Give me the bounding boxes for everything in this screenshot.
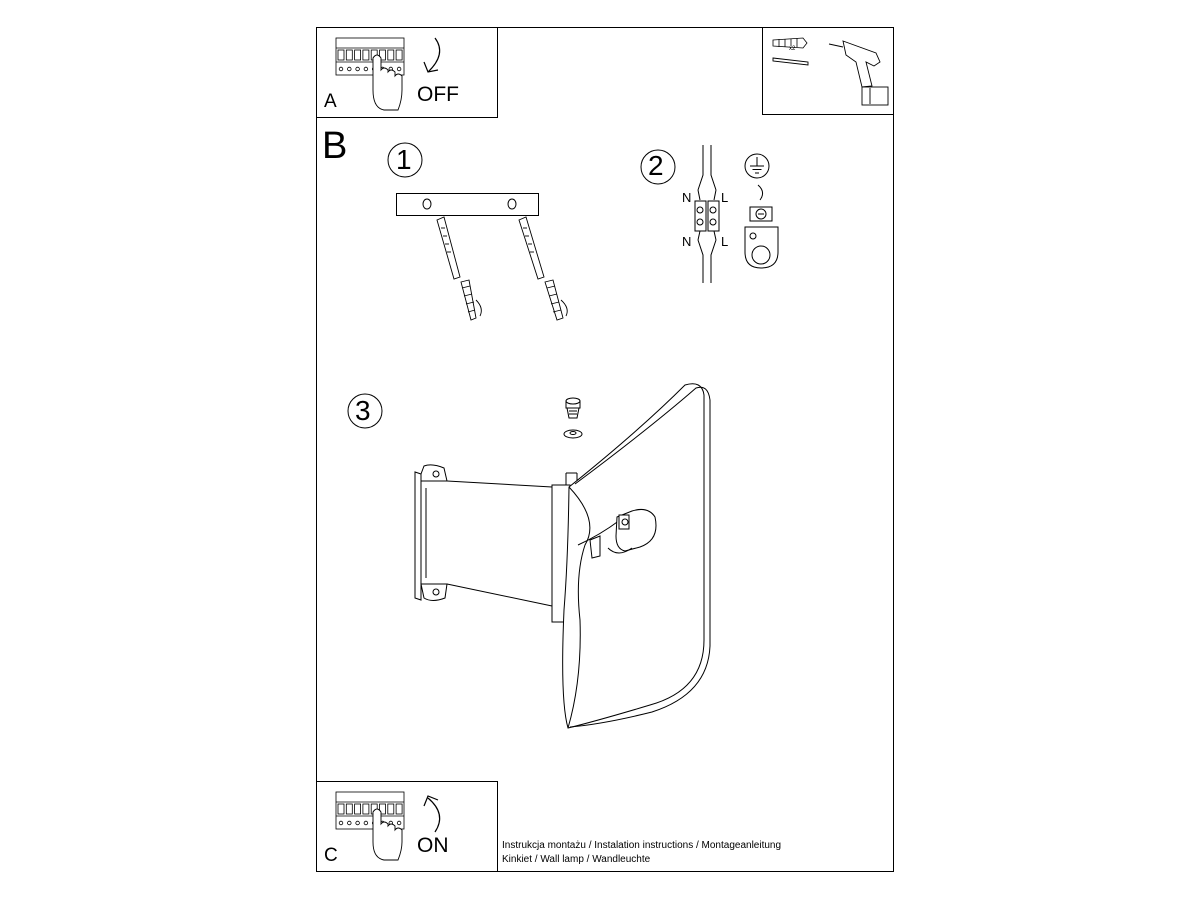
breaker-terminal <box>396 820 402 826</box>
step-1-circle <box>387 142 423 178</box>
hand-icon <box>372 54 403 111</box>
washer <box>563 429 583 439</box>
ground-terminal <box>744 206 779 269</box>
breaker-terminal <box>338 66 344 72</box>
anchor-quantity-label: x2 <box>789 46 796 52</box>
live-wire-label-bottom: L <box>721 234 729 249</box>
switch-on-label: ON <box>417 834 449 857</box>
switch-off-label: OFF <box>417 83 459 106</box>
breaker-module <box>362 49 370 61</box>
breaker-panel-icon <box>335 791 405 830</box>
breaker-module <box>387 803 395 815</box>
breaker-module <box>354 49 362 61</box>
breaker-module <box>337 803 345 815</box>
wall-plug-screw <box>436 216 482 321</box>
breaker-module <box>345 803 353 815</box>
breaker-module <box>379 803 386 815</box>
breaker-terminal <box>355 820 360 826</box>
breaker-module <box>395 49 403 61</box>
fixing-screw <box>565 397 581 419</box>
breaker-terminal <box>347 66 352 72</box>
live-wire-label-top: L <box>721 190 729 205</box>
section-b-label: B <box>322 125 348 167</box>
breaker-module <box>362 803 370 815</box>
neutral-wire-label-top: N <box>682 190 692 205</box>
breaker-module <box>354 803 362 815</box>
breaker-terminal <box>338 820 344 826</box>
lamp-socket <box>589 509 657 559</box>
breaker-module <box>379 49 386 61</box>
wall-bracket <box>414 464 553 607</box>
terminal-block <box>694 145 720 283</box>
wall-anchor-icon <box>772 37 808 49</box>
neutral-wire-label-bottom: N <box>682 234 692 249</box>
breaker-terminal <box>355 66 360 72</box>
step-3-number: 3 <box>355 395 371 426</box>
panel-c-box <box>316 781 498 872</box>
step-2-number: 2 <box>648 150 664 181</box>
section-a-label: A <box>324 91 337 112</box>
step-1-number: 1 <box>396 144 412 175</box>
hand-icon <box>372 808 403 861</box>
footer-product-line: Kinkiet / Wall lamp / Wandleuchte <box>502 854 651 865</box>
footer-title-line: Instrukcja montażu / Instalation instruc… <box>502 840 782 851</box>
screw-icon <box>772 57 809 66</box>
breaker-module <box>337 49 345 61</box>
panel-a-box <box>316 27 498 118</box>
wall-plug-screw <box>518 216 568 321</box>
breaker-module <box>395 803 403 815</box>
breaker-terminal <box>396 66 402 72</box>
step-3-circle <box>347 393 383 429</box>
breaker-terminal <box>363 66 369 72</box>
section-c-label: C <box>324 845 338 866</box>
mounting-plate <box>396 193 539 216</box>
page-border <box>316 27 894 872</box>
breaker-panel-icon <box>335 37 405 76</box>
breaker-module <box>387 49 395 61</box>
breaker-module <box>345 49 353 61</box>
off-arrow-icon <box>423 37 441 73</box>
ground-symbol-icon <box>744 153 770 201</box>
lamp-shade <box>562 383 711 729</box>
step-2-circle <box>640 149 676 185</box>
tools-panel-box <box>762 27 894 115</box>
on-arrow-icon <box>423 795 441 833</box>
power-drill-icon <box>828 40 889 106</box>
breaker-terminal <box>363 820 369 826</box>
breaker-terminal <box>347 820 352 826</box>
